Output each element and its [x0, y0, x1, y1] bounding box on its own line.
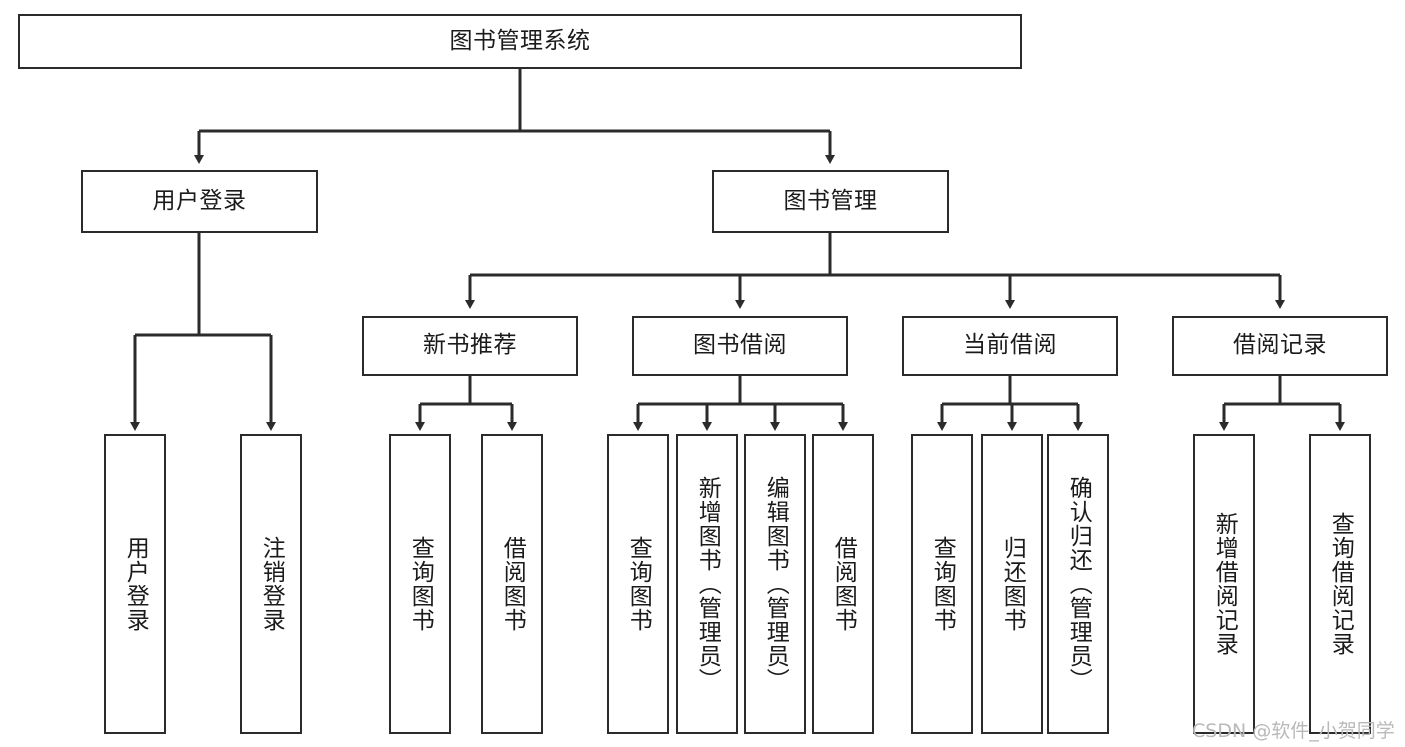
node-book-borrow[interactable]: 图书借阅 [632, 316, 848, 376]
node-label: 当前借阅 [963, 332, 1057, 359]
leaf-newbook-query-book[interactable]: 查询图书 [389, 434, 451, 734]
node-label: 查询借阅记录 [1327, 512, 1354, 656]
node-new-book-recommend[interactable]: 新书推荐 [362, 316, 578, 376]
leaf-borrow-borrow-book[interactable]: 借阅图书 [812, 434, 874, 734]
node-label: 图书管理系统 [449, 27, 591, 54]
node-user-login[interactable]: 用户登录 [81, 170, 318, 233]
node-label: 用户登录 [122, 536, 149, 632]
node-label: 借阅图书 [499, 536, 526, 632]
leaf-records-add-record[interactable]: 新增借阅记录 [1193, 434, 1255, 734]
node-label: 查询图书 [929, 536, 956, 632]
leaf-user-login-signin[interactable]: 用户登录 [104, 434, 166, 734]
node-root-library-system[interactable]: 图书管理系统 [18, 14, 1022, 69]
leaf-borrow-query-book[interactable]: 查询图书 [607, 434, 669, 734]
node-label: 图书管理 [783, 187, 878, 214]
node-label: 新增图书（管理员） [694, 476, 721, 692]
node-label: 编辑图书（管理员） [762, 476, 789, 692]
leaf-current-return-book[interactable]: 归还图书 [981, 434, 1043, 734]
node-label: 借阅图书 [830, 536, 857, 632]
node-book-management[interactable]: 图书管理 [712, 170, 949, 233]
node-label: 用户登录 [152, 187, 247, 214]
leaf-borrow-add-book-admin[interactable]: 新增图书（管理员） [676, 434, 738, 734]
leaf-current-confirm-return-admin[interactable]: 确认归还（管理员） [1047, 434, 1109, 734]
leaf-user-login-signout[interactable]: 注销登录 [240, 434, 302, 734]
node-label: 借阅记录 [1233, 332, 1327, 359]
node-label: 注销登录 [258, 536, 285, 632]
leaf-newbook-borrow-book[interactable]: 借阅图书 [481, 434, 543, 734]
node-label: 归还图书 [999, 536, 1026, 632]
leaf-borrow-edit-book-admin[interactable]: 编辑图书（管理员） [744, 434, 806, 734]
node-label: 新增借阅记录 [1211, 512, 1238, 656]
leaf-records-query-record[interactable]: 查询借阅记录 [1309, 434, 1371, 734]
node-label: 图书借阅 [693, 332, 787, 359]
node-label: 查询图书 [625, 536, 652, 632]
leaf-current-query-book[interactable]: 查询图书 [911, 434, 973, 734]
node-label: 新书推荐 [423, 332, 517, 359]
node-borrow-records[interactable]: 借阅记录 [1172, 316, 1388, 376]
node-current-borrow[interactable]: 当前借阅 [902, 316, 1118, 376]
node-label: 确认归还（管理员） [1065, 476, 1092, 692]
node-label: 查询图书 [407, 536, 434, 632]
